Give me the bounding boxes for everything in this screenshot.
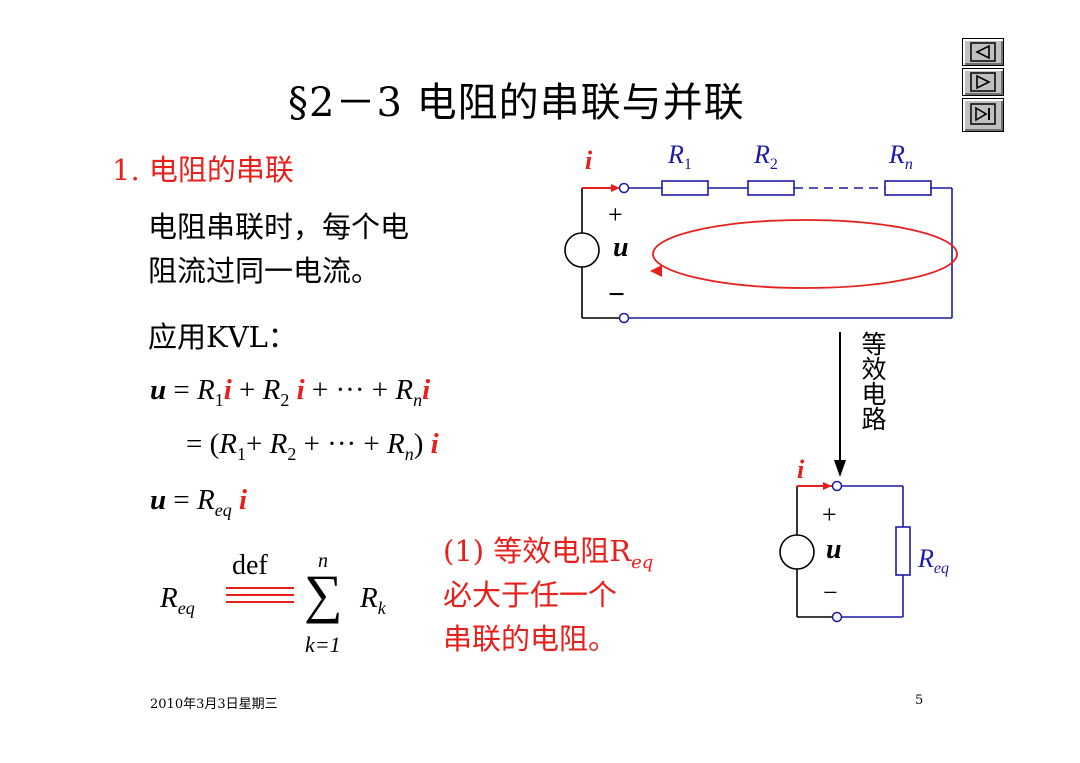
series-minus-label: − bbox=[608, 278, 626, 311]
eq1-u: u bbox=[150, 374, 167, 406]
description-line-2: 阻流过同一电流。 bbox=[148, 254, 381, 288]
loop-arrow bbox=[652, 219, 958, 289]
note-line-2: 必大于任一个 bbox=[443, 578, 618, 612]
page-number: 5 bbox=[915, 693, 924, 708]
kvl-label: 应用KVL： bbox=[148, 320, 297, 354]
resistor-r2 bbox=[747, 180, 795, 196]
section-heading: 1. 电阻的串联 bbox=[112, 153, 294, 187]
resistor-req bbox=[895, 526, 911, 576]
last-slide-button[interactable] bbox=[962, 98, 1004, 132]
r2-label: R2 bbox=[754, 140, 778, 174]
equivalent-circuit-label: 等 效 电 路 bbox=[861, 330, 887, 434]
prev-slide-button[interactable] bbox=[962, 38, 1004, 66]
equation-equivalent: u = Req i bbox=[150, 484, 248, 520]
last-icon bbox=[970, 103, 996, 125]
equivalent-circuit-diagram bbox=[779, 480, 911, 623]
slide-title: §2－3 电阻的串联与并联 bbox=[288, 80, 745, 126]
equivalent-current-label: i bbox=[797, 455, 805, 484]
equation-sum: = (R1+ R2 + ··· + Rn) i bbox=[186, 428, 439, 464]
series-plus-label: + bbox=[608, 200, 623, 229]
r1-label: R1 bbox=[668, 140, 692, 174]
resistor-rn bbox=[884, 180, 932, 196]
rn-label: Rn bbox=[889, 140, 913, 174]
series-current-label: i bbox=[585, 146, 593, 175]
series-source-label: u bbox=[613, 232, 629, 263]
prev-icon bbox=[970, 42, 996, 62]
sum-symbol: ∑ bbox=[304, 564, 343, 624]
resistor-r1 bbox=[661, 180, 709, 196]
loop-arrowhead bbox=[650, 265, 662, 277]
def-label: def bbox=[232, 550, 268, 581]
equivalent-source-label: u bbox=[826, 534, 842, 565]
next-icon bbox=[970, 72, 996, 92]
equivalent-plus-label: + bbox=[822, 500, 837, 529]
sum-upper: n bbox=[318, 550, 328, 572]
voltage-source-symbol bbox=[564, 232, 600, 268]
equation-definition: Req def n ∑ k=1 Rk bbox=[160, 550, 386, 657]
next-slide-button[interactable] bbox=[962, 68, 1004, 96]
description-line-1: 电阻串联时，每个电 bbox=[148, 210, 410, 244]
note-line-3: 串联的电阻。 bbox=[443, 622, 618, 656]
footer-date: 2010年3月3日星期三 bbox=[150, 697, 278, 712]
series-circuit-diagram bbox=[564, 180, 958, 324]
note-line-1: (1) 等效电阻Req bbox=[443, 534, 654, 573]
equation-kvl: u = R1i + R2 i + ··· + Rni bbox=[150, 374, 431, 410]
equivalent-minus-label: − bbox=[823, 578, 838, 607]
equivalent-arrow bbox=[834, 332, 846, 477]
equivalent-source-symbol bbox=[779, 534, 815, 570]
req-label: Req bbox=[918, 544, 949, 578]
sum-lower: k=1 bbox=[305, 632, 341, 657]
